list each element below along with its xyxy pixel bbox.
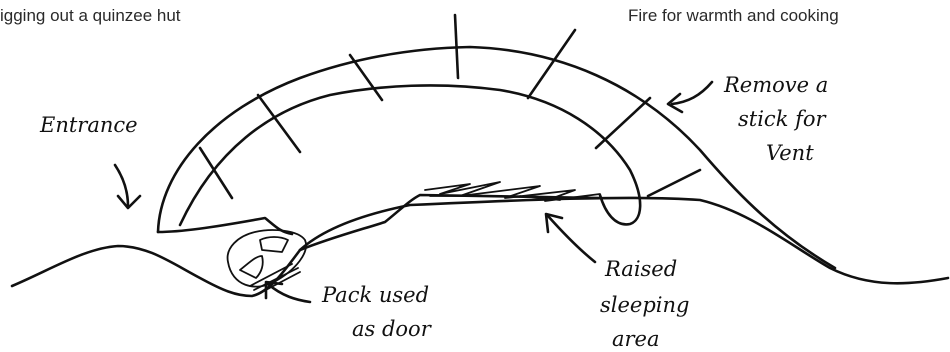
label-sleeping-line2: sleeping bbox=[600, 293, 689, 317]
label-entrance: Entrance bbox=[39, 113, 138, 137]
label-vent-line2: stick for bbox=[738, 107, 828, 131]
label-door-line2: as door bbox=[352, 317, 433, 341]
entrance-wall bbox=[158, 218, 292, 234]
measuring-sticks bbox=[200, 15, 700, 198]
label-sleeping-line1: Raised bbox=[604, 257, 677, 281]
bedding-scribble bbox=[425, 182, 600, 201]
entrance-arrow bbox=[115, 165, 140, 208]
label-vent-line3: Vent bbox=[766, 141, 814, 165]
ground-line bbox=[12, 198, 948, 296]
label-sleeping-line3: area bbox=[612, 327, 660, 351]
label-vent-line1: Remove a bbox=[723, 73, 828, 97]
label-door-line1: Pack used bbox=[321, 283, 429, 307]
vent-arrow bbox=[668, 82, 712, 112]
sleeping-arrow bbox=[546, 214, 595, 262]
